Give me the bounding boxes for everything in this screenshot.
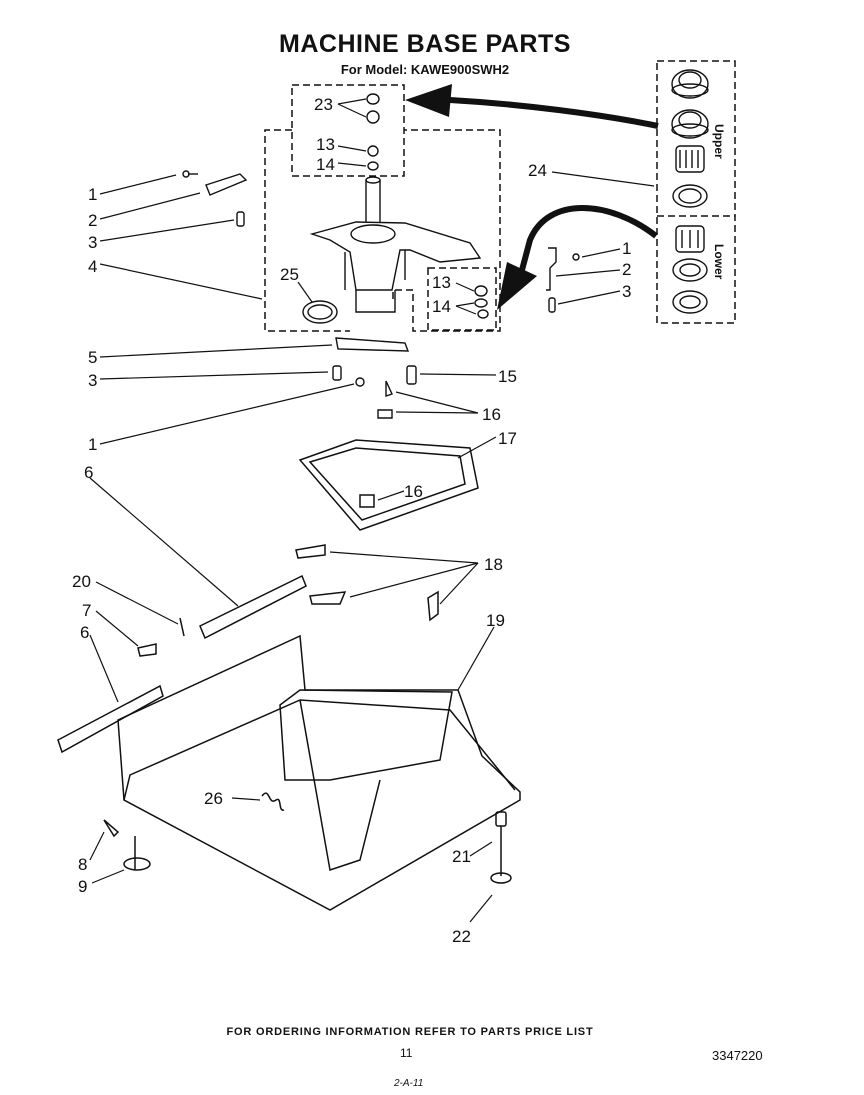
document-part-number: 3347220 [712, 1048, 763, 1063]
callout-24: 24 [528, 161, 547, 180]
callout-22: 22 [452, 927, 471, 946]
callout-1: 1 [88, 185, 97, 204]
callout-8: 8 [78, 855, 87, 874]
callout-16: 16 [482, 405, 501, 424]
label-lower: Lower [712, 244, 726, 280]
arrow-head-upper [405, 84, 452, 117]
callout-7: 7 [82, 601, 91, 620]
callout-3: 3 [88, 233, 97, 252]
box-upper-bearing-kit [291, 84, 405, 177]
revision-code: 2-A-11 [394, 1078, 424, 1089]
box-transmission-assembly [264, 129, 501, 332]
callout-16: 16 [404, 482, 423, 501]
callout-4: 4 [88, 257, 97, 276]
arrow-head-lower [497, 262, 537, 310]
suspension-frame [298, 439, 479, 531]
callout-2: 2 [622, 260, 631, 279]
callout-1: 1 [622, 239, 631, 258]
callout-17: 17 [498, 429, 517, 448]
box-lower-bearing-kit [427, 267, 497, 331]
kit-arrows [405, 84, 659, 310]
label-upper: Upper [712, 124, 726, 159]
brackets-fasteners [182, 170, 580, 419]
callout-20: 20 [72, 572, 91, 591]
callout-6: 6 [84, 463, 93, 482]
callout-19: 19 [486, 611, 505, 630]
callout-23: 23 [314, 95, 333, 114]
callout-26: 26 [204, 789, 223, 808]
callout-2: 2 [88, 211, 97, 230]
transmission-assembly [302, 93, 489, 324]
callout-18: 18 [484, 555, 503, 574]
callout-6: 6 [80, 623, 89, 642]
callout-14: 14 [316, 155, 335, 174]
callout-25: 25 [280, 265, 299, 284]
model-subtitle: For Model: KAWE900SWH2 [340, 62, 510, 77]
page-title: MACHINE BASE PARTS [279, 30, 571, 58]
dashed-boxes [264, 60, 736, 332]
callout-21: 21 [452, 847, 471, 866]
callout-3: 3 [622, 282, 631, 301]
ordering-info-footer: FOR ORDERING INFORMATION REFER TO PARTS … [226, 1026, 594, 1038]
callout-1: 1 [88, 435, 97, 454]
callout-9: 9 [78, 877, 87, 896]
page-number: 11 [400, 1046, 413, 1060]
leader-lines [89, 98, 655, 923]
callout-5: 5 [88, 348, 97, 367]
callout-13: 13 [316, 135, 335, 154]
base-frame [57, 544, 521, 911]
callout-14: 14 [432, 297, 451, 316]
callout-15: 15 [498, 367, 517, 386]
callout-3: 3 [88, 371, 97, 390]
callout-13: 13 [432, 273, 451, 292]
box-bearing-kit-24 [656, 60, 736, 324]
bearing-kit-parts [671, 69, 709, 314]
callout-labels: 1 2 3 4 23 13 14 25 24 1 2 3 13 14 5 3 1… [72, 95, 726, 946]
